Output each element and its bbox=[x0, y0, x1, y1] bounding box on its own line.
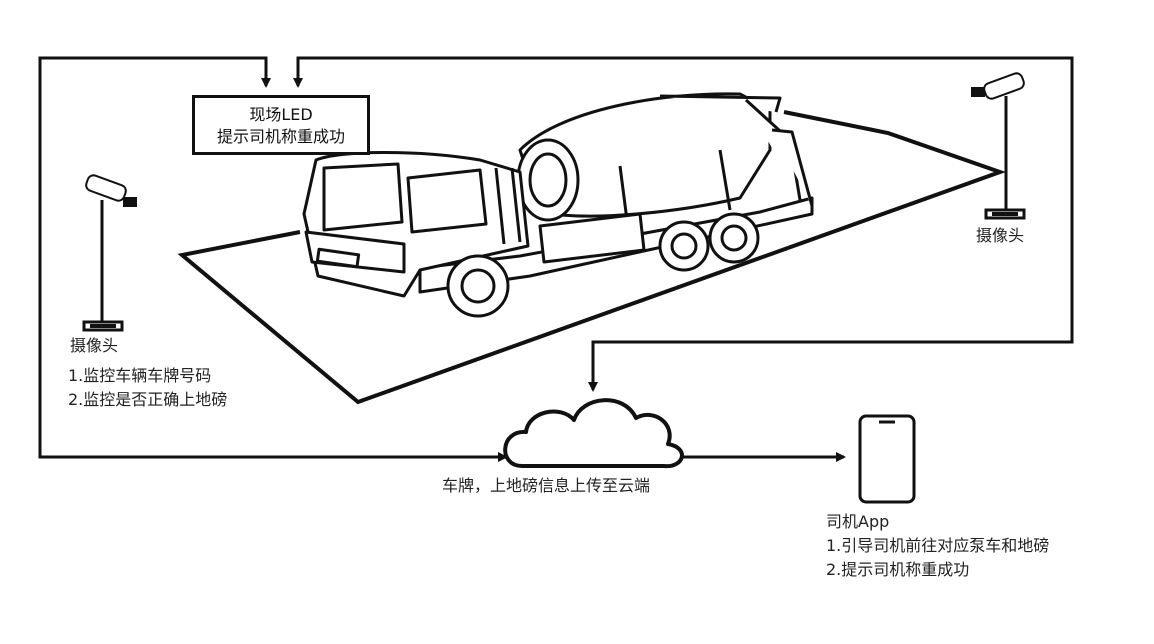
arrow-left-camera-to-cloud bbox=[38, 342, 508, 462]
connection-lines bbox=[38, 56, 1074, 462]
app-note-1: 1.引导司机前往对应泵车和地磅 bbox=[826, 536, 1050, 555]
mixer-truck-icon bbox=[302, 92, 814, 318]
app-note-2: 2.提示司机称重成功 bbox=[826, 560, 970, 579]
app-title: 司机App bbox=[826, 512, 890, 531]
arrow-to-led-right bbox=[293, 56, 1074, 218]
camera-left-label: 摄像头 bbox=[70, 336, 119, 355]
led-display-box: 现场LED 提示司机称重成功 bbox=[192, 95, 370, 155]
led-subtitle: 提示司机称重成功 bbox=[216, 127, 345, 146]
led-title: 现场LED bbox=[249, 105, 313, 124]
phone-icon bbox=[858, 414, 916, 504]
camera-icon bbox=[971, 72, 1026, 220]
camera-left-note-1: 1.监控车辆车牌号码 bbox=[68, 366, 212, 385]
cloud-label: 车牌，上地磅信息上传至云端 bbox=[442, 476, 651, 495]
cloud-icon bbox=[503, 398, 684, 469]
camera-right-label: 摄像头 bbox=[976, 226, 1025, 245]
arrow-to-led-left bbox=[38, 56, 271, 342]
camera-icon bbox=[82, 174, 137, 332]
camera-left-note-2: 2.监控是否正确上地磅 bbox=[68, 390, 228, 409]
arrow-right-camera-to-cloud bbox=[588, 218, 1074, 392]
weighbridge-platform bbox=[177, 110, 1007, 405]
